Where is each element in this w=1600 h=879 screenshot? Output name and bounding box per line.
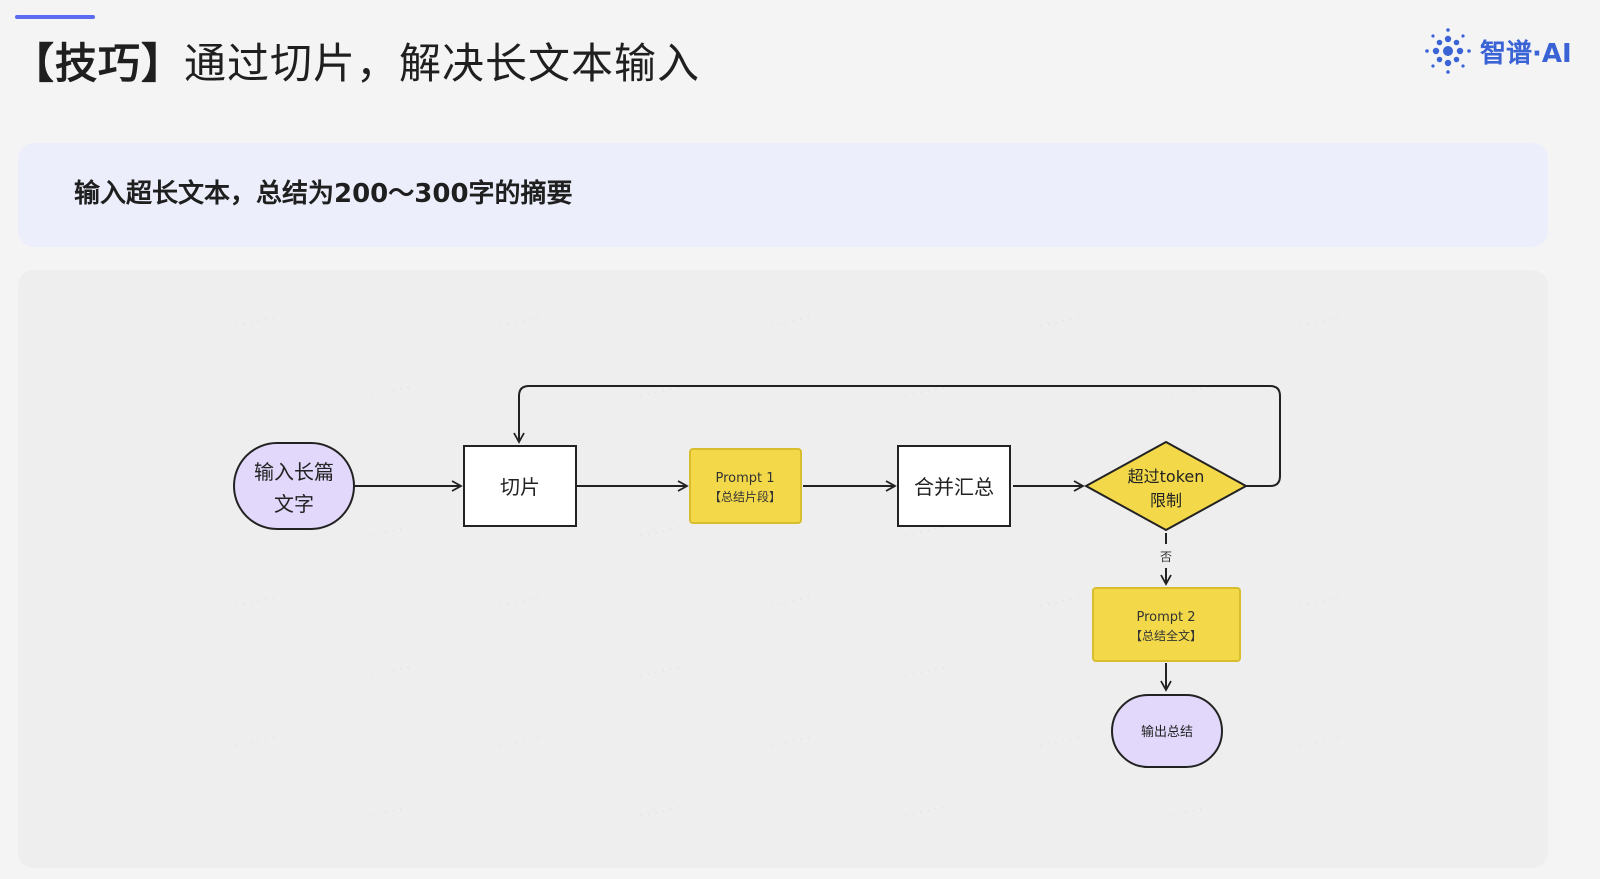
svg-text:· · · · · ·: · · · · · ·: [368, 661, 412, 683]
diagram-panel: [18, 270, 1548, 868]
node-decision: 超过token 限制: [1083, 440, 1249, 532]
svg-text:· · · · · ·: · · · · · ·: [233, 731, 277, 753]
svg-text:· · · · · ·: · · · · · ·: [368, 521, 412, 543]
node-input-label-line2: 文字: [274, 492, 314, 516]
svg-text:· · · · · ·: · · · · · ·: [1168, 801, 1212, 823]
svg-text:· · · · · ·: · · · · · ·: [638, 521, 682, 543]
title-accent-bar: [15, 15, 95, 19]
svg-text:· · · · · ·: · · · · · ·: [1038, 591, 1082, 613]
zhipu-logo: 智谱·AI: [1424, 26, 1584, 76]
svg-text:· · · · · ·: · · · · · ·: [903, 661, 947, 683]
node-prompt1-label-line1: Prompt 1: [715, 471, 774, 486]
svg-text:· · · · · ·: · · · · · ·: [1298, 311, 1342, 333]
svg-text:· · · · · ·: · · · · · ·: [903, 801, 947, 823]
node-merge-label: 合并汇总: [914, 475, 994, 499]
node-prompt2-label-line2: 【总结全文】: [1130, 628, 1202, 643]
node-input-label-line1: 输入长篇: [254, 460, 334, 484]
svg-text:· · · · · ·: · · · · · ·: [638, 661, 682, 683]
edge-decision-loop-back-to-slice: [513, 385, 1281, 487]
node-merge: 合并汇总: [897, 445, 1011, 527]
node-prompt1: Prompt 1 【总结片段】: [689, 448, 802, 524]
svg-text:· · · · · ·: · · · · · ·: [768, 731, 812, 753]
svg-text:· · · · · ·: · · · · · ·: [498, 311, 542, 333]
title-text: 通过切片，解决长文本输入: [184, 39, 701, 88]
dots-logo-icon: [1425, 28, 1471, 74]
svg-text:· · · · · ·: · · · · · ·: [638, 381, 682, 403]
svg-text:· · · · · ·: · · · · · ·: [498, 731, 542, 753]
task-prompt-text: 输入超长文本，总结为200～300字的摘要: [74, 179, 573, 209]
task-prompt-box: 输入超长文本，总结为200～300字的摘要: [18, 143, 1548, 247]
node-prompt1-shape: [689, 448, 802, 524]
node-prompt2-label-line1: Prompt 2: [1136, 610, 1195, 625]
svg-text:· · · · · ·: · · · · · ·: [1168, 381, 1212, 403]
node-slice-shape: [463, 445, 577, 527]
edge-label-no: 否: [1160, 550, 1172, 564]
node-input-text: 输入长篇 文字: [233, 442, 355, 530]
svg-text:· · · · · ·: · · · · · ·: [498, 591, 542, 613]
node-slice-label: 切片: [500, 475, 540, 499]
page-title: 【技巧】通过切片，解决长文本输入: [12, 36, 700, 92]
node-prompt2: Prompt 2 【总结全文】: [1092, 587, 1241, 662]
svg-text:· · · · · ·: · · · · · ·: [1298, 591, 1342, 613]
node-output-label: 输出总结: [1141, 724, 1193, 740]
node-output: 输出总结: [1111, 694, 1223, 768]
node-decision-shape: [1083, 440, 1249, 532]
node-prompt2-shape: [1092, 587, 1241, 662]
svg-text:· · · · · ·: · · · · · ·: [768, 591, 812, 613]
node-input-shape: [233, 442, 355, 530]
svg-text:· · · · · ·: · · · · · ·: [368, 381, 412, 403]
svg-text:· · · · · ·: · · · · · ·: [368, 801, 412, 823]
svg-text:· · · · · ·: · · · · · ·: [1038, 731, 1082, 753]
svg-text:· · · · · ·: · · · · · ·: [1298, 731, 1342, 753]
node-decision-label-line2: 限制: [1150, 491, 1182, 510]
svg-text:· · · · · ·: · · · · · ·: [768, 311, 812, 333]
node-output-shape: [1111, 694, 1223, 768]
svg-text:· · · · · ·: · · · · · ·: [233, 311, 277, 333]
node-decision-label-line1: 超过token: [1128, 467, 1205, 486]
title-bracket: 【技巧】: [12, 39, 185, 88]
logo-text: 智谱·AI: [1480, 38, 1572, 69]
svg-text:· · · · · ·: · · · · · ·: [1038, 311, 1082, 333]
node-prompt1-label-line2: 【总结片段】: [709, 489, 781, 504]
node-slice: 切片: [463, 445, 577, 527]
svg-text:· · · · · ·: · · · · · ·: [233, 591, 277, 613]
svg-text:· · · · · ·: · · · · · ·: [638, 801, 682, 823]
svg-text:· · · · · ·: · · · · · ·: [903, 381, 947, 403]
node-merge-shape: [897, 445, 1011, 527]
